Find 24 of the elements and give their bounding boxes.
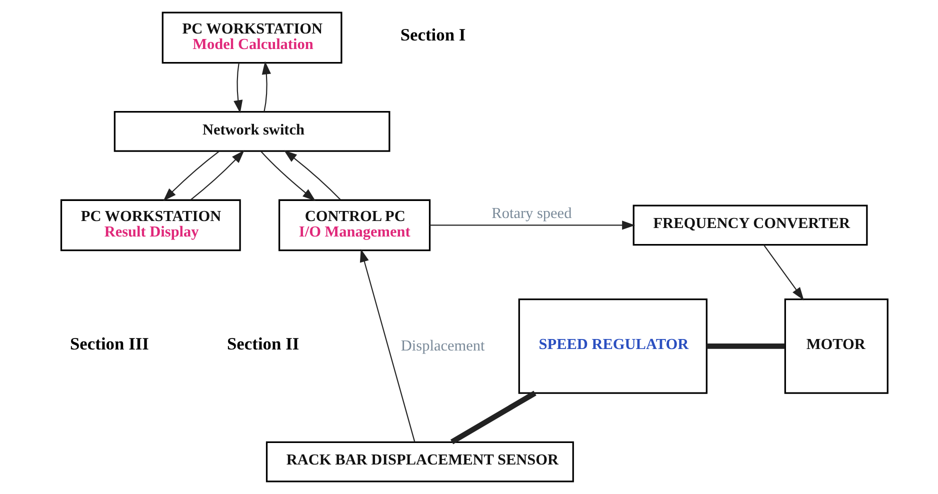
label: Section I	[400, 24, 466, 45]
arrow	[234, 62, 243, 114]
arrow	[430, 220, 636, 230]
arrow	[763, 244, 804, 300]
arrow	[262, 61, 271, 112]
arrow	[190, 150, 244, 200]
arrow	[284, 150, 341, 200]
arrow	[163, 150, 220, 201]
arrow	[360, 248, 416, 442]
arrow	[260, 151, 316, 201]
node-box: FREQUENCY CONVERTER	[632, 204, 868, 246]
node-box: SPEED REGULATOR	[518, 298, 708, 394]
node-box: PC WORKSTATION Model Calculation	[162, 12, 342, 64]
label: Section III	[70, 333, 149, 354]
label: Section II	[226, 333, 300, 354]
edge-label: Rotary speed	[492, 204, 572, 222]
edge-label: Displacement	[400, 337, 485, 354]
node-box: RACK BAR DISPLACEMENT SENSOR	[266, 441, 574, 482]
node-box: CONTROL PC I/O Management	[278, 199, 431, 252]
node-box: PC WORKSTATION Result Display	[60, 199, 241, 252]
node-box: Network switch	[114, 111, 390, 152]
connector	[706, 343, 785, 349]
node-box: MOTOR	[784, 298, 888, 394]
connector	[450, 390, 536, 444]
